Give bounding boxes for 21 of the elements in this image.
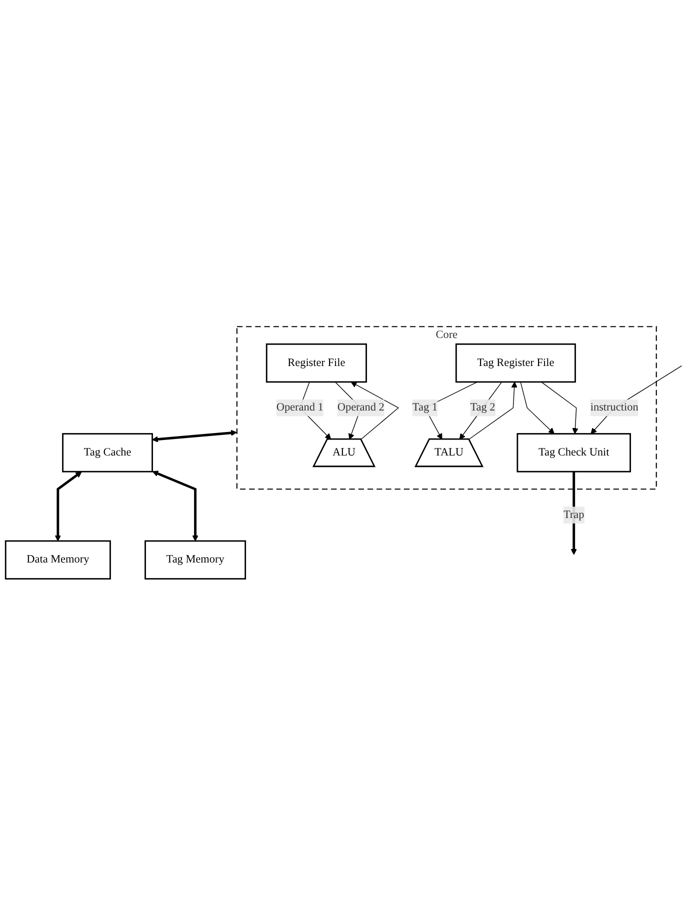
- arrow: [54, 472, 82, 542]
- arrow: [570, 472, 577, 556]
- node-box: Tag Register File: [455, 344, 576, 383]
- arrow: [350, 382, 400, 440]
- edge-label: Tag 1: [412, 402, 438, 414]
- node-box: Register File: [266, 344, 367, 383]
- arrow: [520, 382, 554, 434]
- node-box: Tag Cache: [62, 433, 153, 473]
- arrow: [468, 382, 518, 440]
- edge-label: Operand 1: [276, 402, 324, 414]
- arrow: [152, 470, 198, 542]
- arrow: [152, 430, 237, 443]
- node-box: Tag Check Unit: [516, 433, 631, 473]
- edge-label: Operand 2: [337, 402, 384, 414]
- edge-label: Tag 2: [470, 402, 496, 414]
- node-box: Data Memory: [4, 540, 111, 580]
- edge-label: instruction: [590, 402, 638, 414]
- node-box: Tag Memory: [144, 540, 246, 580]
- arrow: [459, 382, 502, 440]
- arrow: [540, 382, 578, 434]
- edge-label: Trap: [563, 509, 584, 521]
